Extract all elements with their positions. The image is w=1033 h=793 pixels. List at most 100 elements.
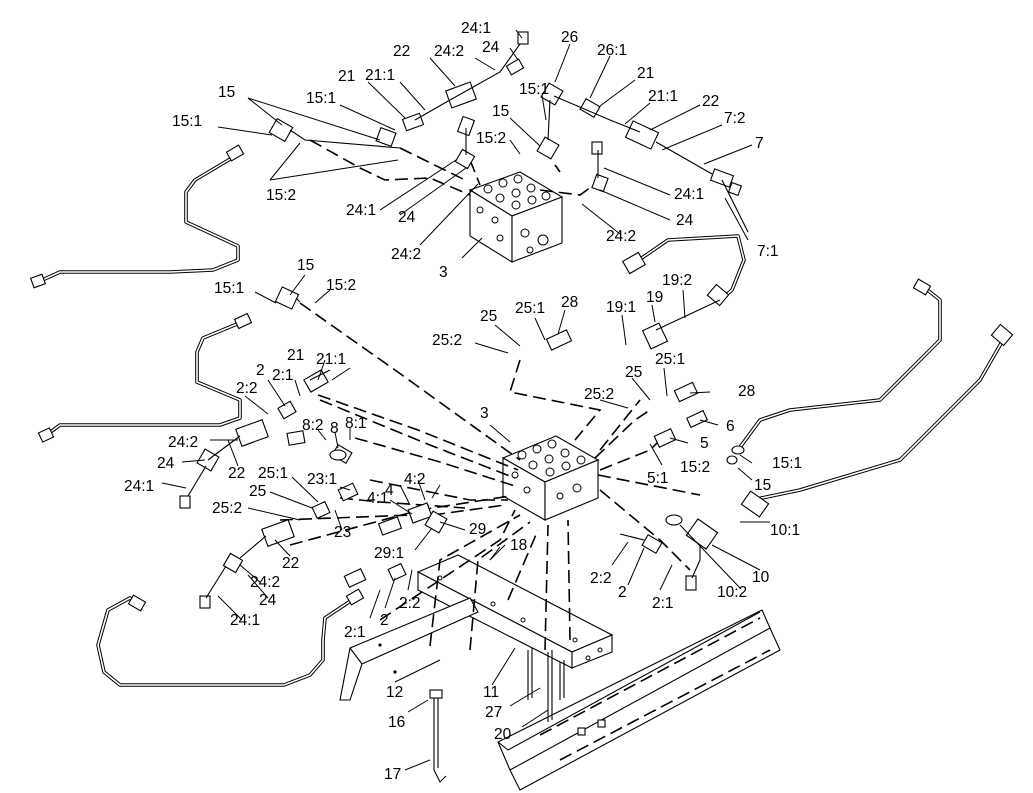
callout: 21 — [637, 65, 654, 82]
callout: 21 — [338, 68, 355, 85]
callout: 15:2 — [680, 459, 710, 476]
callout: 25 — [249, 483, 266, 500]
callout: 10:2 — [717, 584, 747, 601]
callout: 24:1 — [674, 186, 704, 203]
callout: 28 — [561, 294, 578, 311]
callout: 19:2 — [662, 272, 692, 289]
callout: 3 — [439, 264, 448, 281]
callout: 2 — [380, 612, 389, 629]
callout: 29 — [469, 521, 486, 538]
callout: 2 — [618, 584, 627, 601]
callout: 15:1 — [306, 90, 336, 107]
callout: 24 — [157, 455, 175, 472]
callout: 23 — [334, 524, 351, 541]
leader-lines — [161, 29, 770, 771]
callout: 24:2 — [391, 246, 421, 263]
mounting-bracket — [416, 554, 614, 669]
callout: 24 — [676, 212, 694, 229]
callout: 25 — [480, 308, 497, 325]
callout: 28 — [738, 383, 755, 400]
fittings — [179, 31, 745, 609]
callout: 22 — [282, 555, 299, 572]
callout: 24 — [482, 39, 500, 56]
callout: 15:1 — [772, 455, 802, 472]
callout: 25:2 — [432, 332, 462, 349]
callout: 15 — [297, 257, 314, 274]
callout: 11 — [483, 684, 499, 701]
callout: 15 — [754, 477, 771, 494]
callout: 18 — [510, 537, 527, 554]
callout: 7 — [755, 135, 764, 152]
callout: 24 — [259, 592, 277, 609]
callout: 8:2 — [302, 417, 324, 434]
callout: 23:1 — [307, 471, 337, 488]
callout: 15:2 — [326, 277, 356, 294]
callout: 15:1 — [519, 81, 549, 98]
callout: 4 — [385, 482, 394, 499]
callout: 8 — [330, 420, 339, 437]
callout: 12 — [386, 684, 403, 701]
callout: 7:2 — [724, 110, 746, 127]
callout: 3 — [480, 405, 489, 422]
callout: 21:1 — [316, 351, 346, 368]
callout: 26:1 — [597, 42, 627, 59]
callout: 2:2 — [236, 380, 258, 397]
callout: 7:1 — [757, 243, 779, 260]
callout: 4:1 — [367, 490, 389, 507]
callout: 26 — [561, 29, 578, 46]
frame-rail-right — [497, 609, 781, 791]
callout: 21:1 — [365, 67, 395, 84]
callout: 25:1 — [515, 300, 545, 317]
frame-rail-left — [339, 597, 479, 701]
callout: 24:1 — [124, 478, 154, 495]
callout: 15:1 — [214, 280, 244, 297]
callout: 2:1 — [652, 595, 674, 612]
callout: 20 — [494, 726, 512, 743]
callout: 15 — [218, 84, 235, 101]
callout: 6 — [726, 418, 735, 435]
thin-hoses — [187, 43, 749, 599]
callout: 10 — [752, 569, 770, 586]
callout: 24:1 — [346, 202, 376, 219]
callout: 22 — [393, 43, 410, 60]
callout: 25:1 — [258, 465, 288, 482]
callout: 15:2 — [266, 187, 296, 204]
callout: 24:2 — [434, 43, 464, 60]
callout: 19 — [646, 289, 663, 306]
callout: 22 — [228, 465, 245, 482]
callout: 21 — [287, 347, 304, 364]
callout: 25:1 — [655, 351, 685, 368]
callout: 5 — [700, 435, 709, 452]
callout: 2 — [256, 362, 265, 379]
callout: 24:2 — [606, 228, 636, 245]
callout: 24:2 — [168, 434, 198, 451]
upper-manifold-block — [468, 171, 564, 263]
callout: 10:1 — [770, 522, 800, 539]
callout: 25:2 — [584, 386, 614, 403]
callout: 8:1 — [345, 415, 367, 432]
callout: 2:2 — [399, 595, 421, 612]
callout: 24 — [398, 209, 416, 226]
callout: 21:1 — [648, 88, 678, 105]
callout-labels: 24:1 22 24:2 24 26 26:1 21 21:1 15:1 15 … — [124, 20, 802, 783]
callout: 24:1 — [230, 612, 260, 629]
callout: 25 — [625, 364, 642, 381]
steel-tubes — [29, 144, 1014, 687]
callout: 25:2 — [212, 500, 242, 517]
callout: 5:1 — [647, 470, 669, 487]
lower-manifold-block — [501, 435, 600, 521]
callout: 2:1 — [272, 367, 294, 384]
callout: 15:1 — [172, 113, 202, 130]
callout: 19:1 — [606, 299, 636, 316]
callout: 22 — [702, 93, 719, 110]
callout: 17 — [384, 766, 401, 783]
callout: 16 — [388, 714, 405, 731]
callout: 24:2 — [250, 574, 280, 591]
callout: 2:1 — [344, 624, 366, 641]
callout: 29:1 — [374, 545, 404, 562]
callout: 15 — [492, 103, 509, 120]
callout: 2:2 — [590, 570, 612, 587]
callout: 15:2 — [476, 130, 506, 147]
